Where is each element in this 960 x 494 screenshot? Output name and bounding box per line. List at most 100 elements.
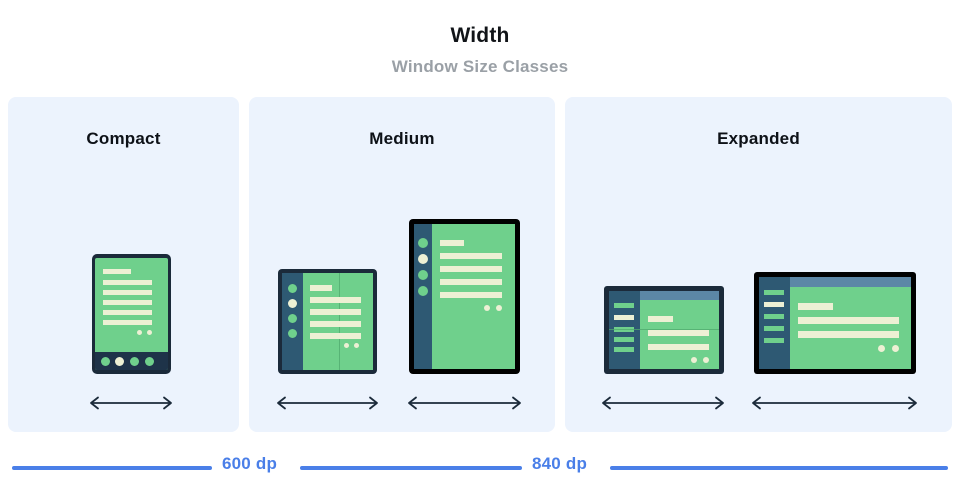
page-title: Width bbox=[450, 24, 510, 47]
rail-item bbox=[418, 286, 428, 296]
content-line bbox=[798, 317, 899, 324]
page-subtitle: Window Size Classes bbox=[391, 57, 569, 76]
drawer-item bbox=[764, 314, 784, 319]
expanded-device-group bbox=[565, 222, 952, 432]
content-line bbox=[648, 344, 709, 350]
phone-screen bbox=[95, 258, 168, 370]
fab-dot bbox=[147, 330, 152, 335]
content-line bbox=[103, 280, 152, 285]
content-line bbox=[103, 320, 152, 325]
content-line-title bbox=[648, 316, 673, 322]
panel-title-compact: Compact bbox=[86, 129, 161, 148]
content-line-title bbox=[440, 240, 464, 246]
foldable-landscape-screen bbox=[609, 291, 719, 369]
nav-item bbox=[101, 357, 110, 366]
app-top-bar bbox=[759, 277, 911, 287]
content-line-title bbox=[798, 303, 833, 310]
fab-dot bbox=[484, 305, 490, 311]
content-line bbox=[440, 253, 502, 259]
content-line-title bbox=[310, 285, 332, 291]
foldable-screen bbox=[282, 273, 373, 370]
content-line bbox=[798, 331, 899, 338]
content-line-title bbox=[103, 269, 131, 274]
rail-item bbox=[418, 238, 428, 248]
content-line bbox=[310, 309, 361, 315]
drawer-item-selected bbox=[764, 302, 784, 307]
fab-dot bbox=[354, 343, 359, 348]
device-compact-phone bbox=[92, 254, 171, 374]
fab-dot bbox=[344, 343, 349, 348]
app-top-bar bbox=[609, 291, 719, 300]
double-arrow-icon bbox=[90, 396, 172, 410]
content-line bbox=[103, 310, 152, 315]
content-line bbox=[648, 330, 709, 336]
double-arrow-icon bbox=[408, 396, 521, 410]
fab-dot bbox=[892, 345, 899, 352]
double-arrow-icon bbox=[277, 396, 378, 410]
fold-crease bbox=[609, 329, 719, 330]
fab-dot bbox=[703, 357, 709, 363]
tablet-screen bbox=[414, 224, 515, 369]
panel-expanded: Expanded bbox=[565, 97, 952, 432]
panel-title-expanded: Expanded bbox=[717, 129, 800, 148]
fab-dot bbox=[878, 345, 885, 352]
width-arrow-expanded-foldable bbox=[598, 394, 728, 412]
fab-dot bbox=[691, 357, 697, 363]
width-arrow-compact bbox=[86, 394, 176, 412]
content-line bbox=[310, 333, 361, 339]
scale-rule-segment-1 bbox=[12, 466, 212, 470]
rail-item-selected bbox=[418, 254, 428, 264]
double-arrow-icon bbox=[752, 396, 917, 410]
rail-item bbox=[418, 270, 428, 280]
nav-item bbox=[130, 357, 139, 366]
compact-device-group bbox=[8, 222, 239, 432]
breakpoint-scale: 600 dp 840 dp bbox=[0, 454, 960, 480]
drawer-item bbox=[614, 303, 634, 308]
tablet-landscape-screen bbox=[759, 277, 911, 369]
rail-item bbox=[288, 314, 297, 323]
header: Width Window Size Classes bbox=[0, 0, 960, 77]
drawer-item bbox=[764, 338, 784, 343]
rail-item-selected bbox=[288, 299, 297, 308]
width-arrow-medium-tablet bbox=[404, 394, 525, 412]
scale-rule-segment-2 bbox=[300, 466, 522, 470]
content-line bbox=[440, 266, 502, 272]
fab-dot bbox=[137, 330, 142, 335]
content-line bbox=[310, 321, 361, 327]
rail-item bbox=[288, 329, 297, 338]
nav-item-selected bbox=[115, 357, 124, 366]
breakpoint-label-840dp: 840 dp bbox=[532, 454, 588, 473]
rail-item bbox=[288, 284, 297, 293]
device-expanded-tablet bbox=[754, 272, 916, 374]
nav-item bbox=[145, 357, 154, 366]
width-arrow-medium-foldable bbox=[273, 394, 382, 412]
breakpoint-label-600dp: 600 dp bbox=[222, 454, 278, 473]
device-medium-foldable bbox=[278, 269, 377, 374]
device-medium-tablet bbox=[409, 219, 520, 374]
content-line bbox=[103, 290, 152, 295]
content-line bbox=[440, 279, 502, 285]
content-line bbox=[310, 297, 361, 303]
width-arrow-expanded-tablet bbox=[748, 394, 921, 412]
content-line bbox=[440, 292, 502, 298]
navigation-drawer bbox=[759, 277, 790, 369]
navigation-rail bbox=[414, 224, 432, 369]
panel-title-medium: Medium bbox=[369, 129, 435, 148]
drawer-item-selected bbox=[614, 315, 634, 320]
navigation-drawer bbox=[609, 291, 640, 369]
scale-rule-segment-3 bbox=[610, 466, 948, 470]
content-line bbox=[103, 300, 152, 305]
drawer-item bbox=[614, 347, 634, 352]
drawer-item bbox=[764, 290, 784, 295]
panel-compact: Compact bbox=[8, 97, 239, 432]
phone-bottom-nav bbox=[95, 352, 168, 370]
size-class-panels: Compact bbox=[0, 97, 960, 432]
panel-medium: Medium bbox=[249, 97, 555, 432]
device-expanded-foldable bbox=[604, 286, 724, 374]
double-arrow-icon bbox=[602, 396, 724, 410]
fab-dot bbox=[496, 305, 502, 311]
drawer-item bbox=[764, 326, 784, 331]
drawer-item bbox=[614, 337, 634, 342]
medium-device-group bbox=[249, 219, 555, 432]
